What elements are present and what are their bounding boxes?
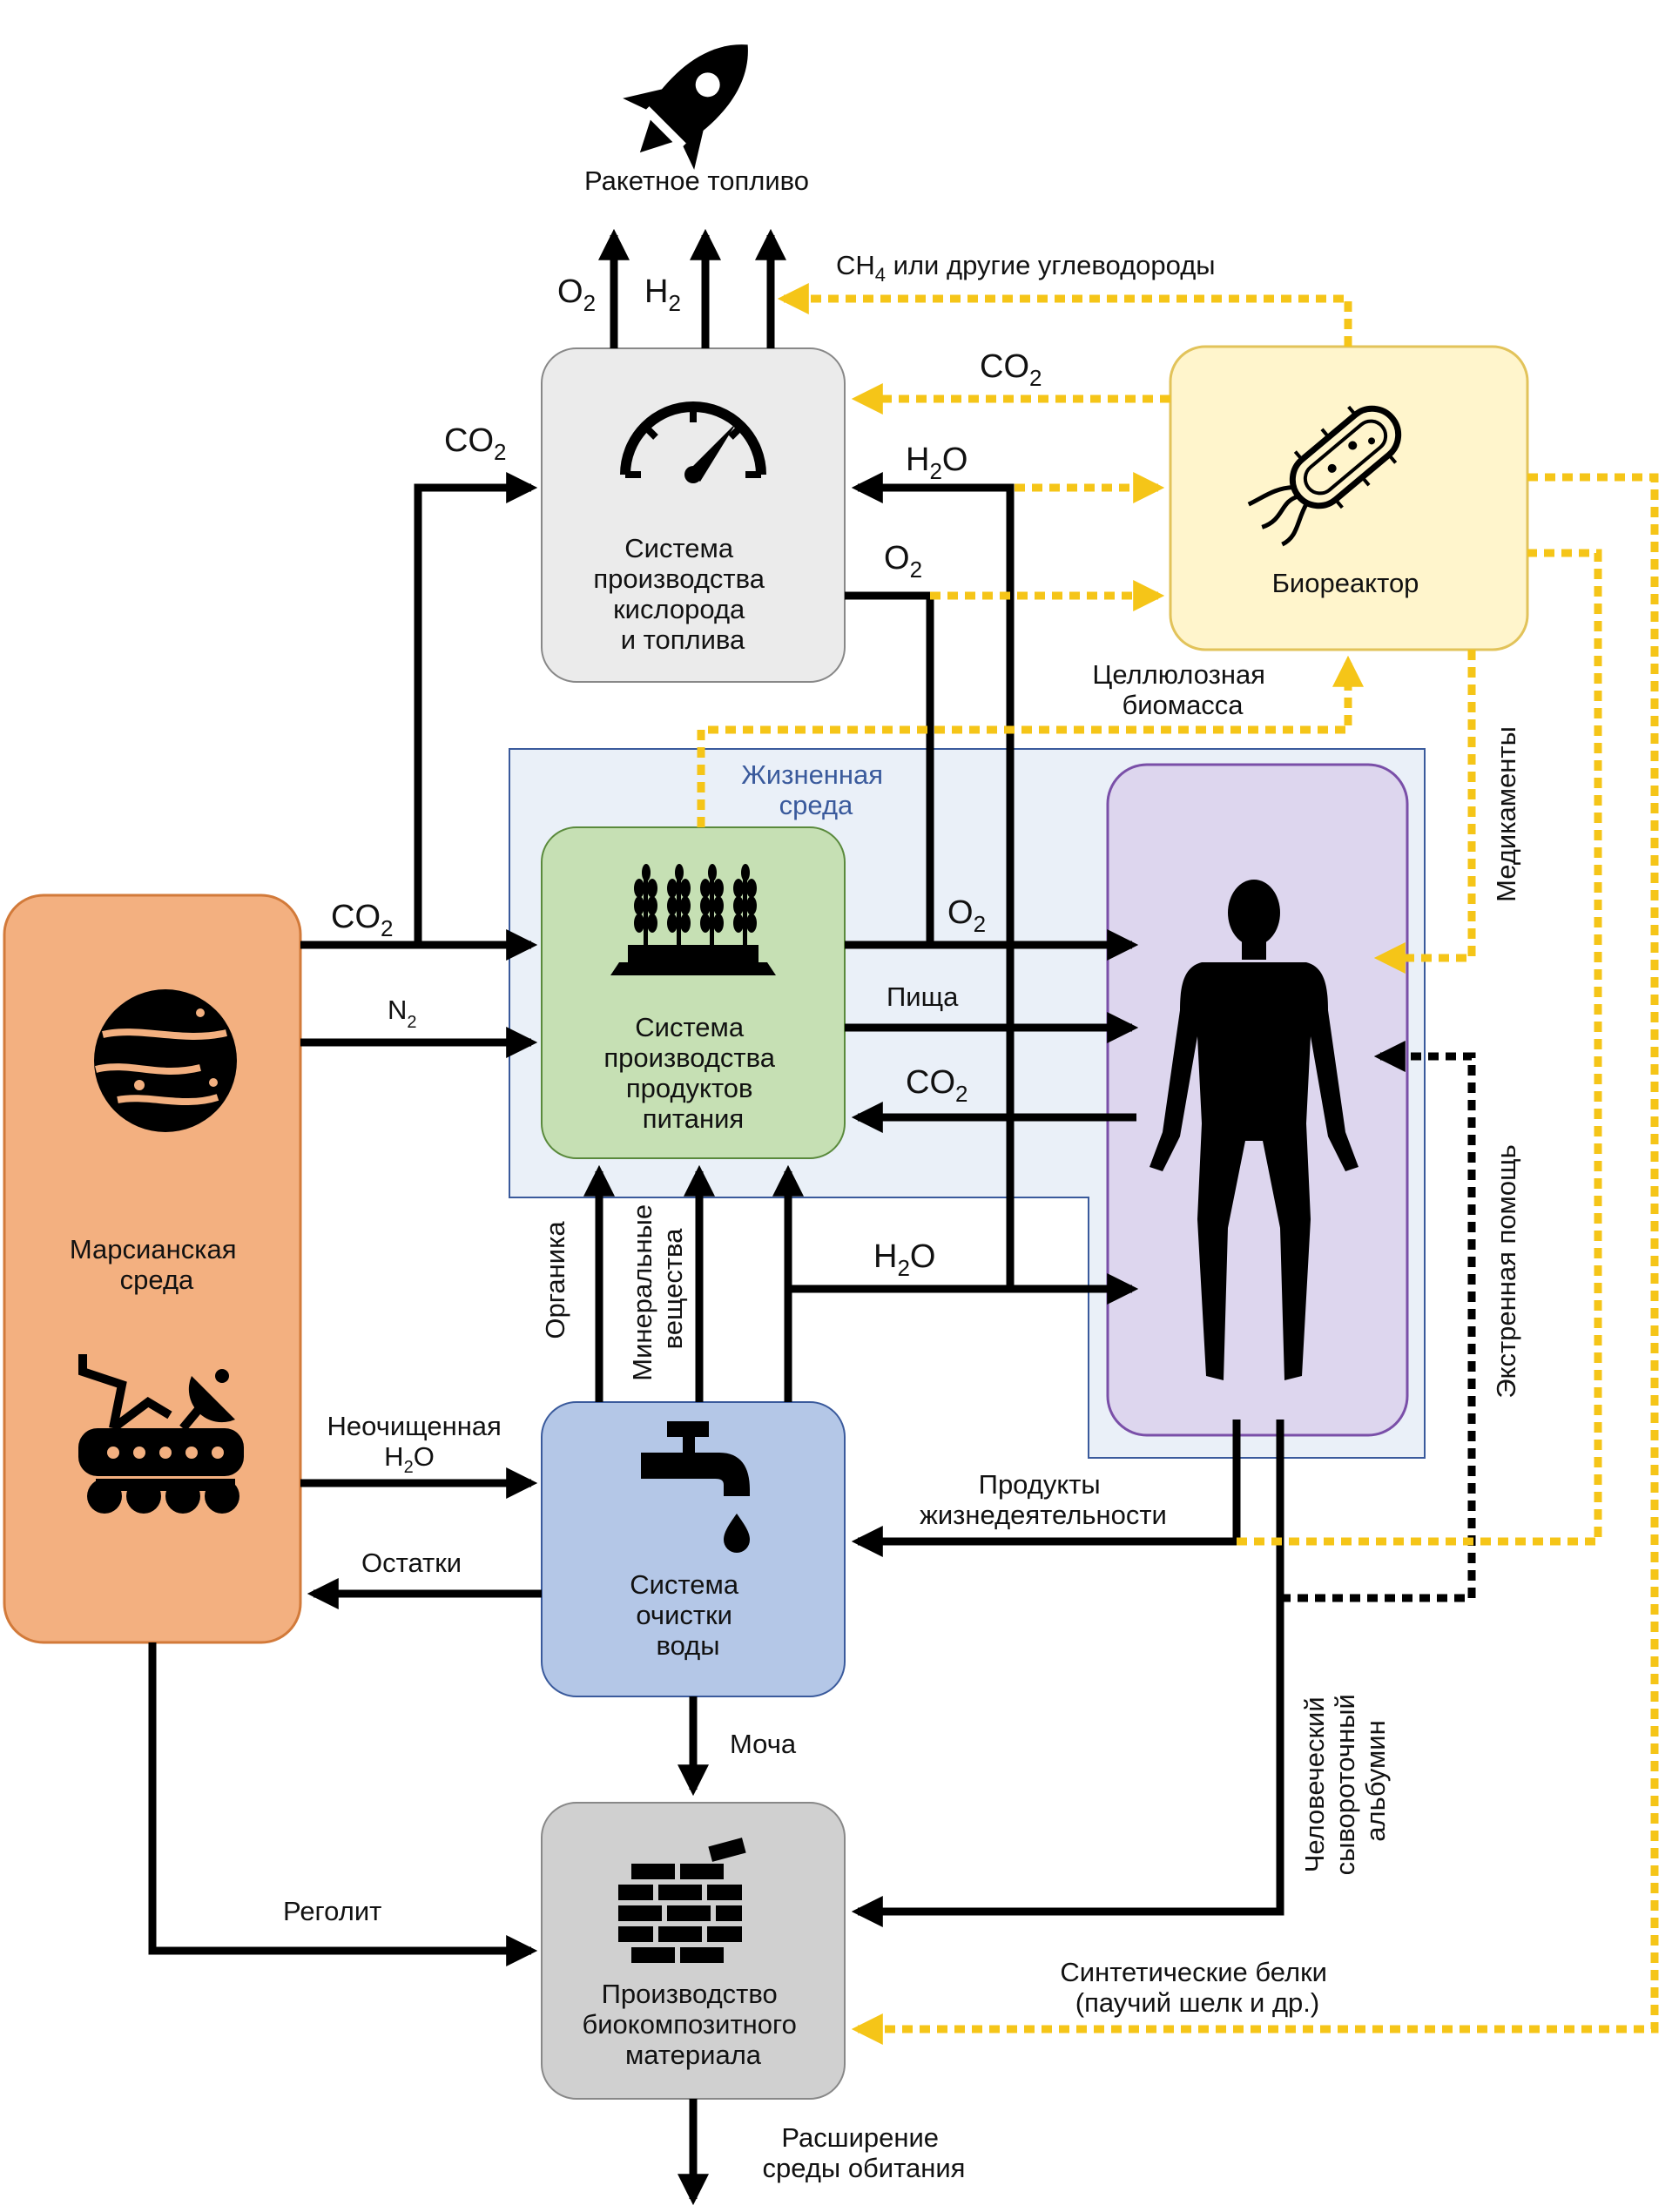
planet-icon: [94, 989, 237, 1132]
arrow-cellulose: [697, 655, 1364, 827]
flow-albumin: Человеческий сывороточный альбумин: [1299, 1687, 1391, 1876]
flow-h2-top: H2: [644, 273, 681, 316]
arrow-synthetic: [851, 473, 1659, 2045]
flow-n2: N2: [388, 995, 417, 1032]
food-system-box[interactable]: [541, 826, 846, 1159]
brick-wall-icon: [618, 1838, 746, 1963]
arrow-regolith: [148, 1642, 538, 1966]
bacterium-icon: [1247, 405, 1402, 547]
arrow-medicines: [1373, 650, 1476, 974]
food-node-label: Система производства продуктов питания: [603, 1012, 782, 1134]
arrow-albumin: [851, 1420, 1284, 1927]
faucet-icon: [641, 1421, 750, 1553]
arrow-emergency: [1280, 1041, 1476, 1602]
rover-icon: [78, 1354, 244, 1514]
arrow-h2o-to-oxy: [851, 472, 1015, 1289]
flow-co2-bio-to-oxy: CO2: [980, 348, 1042, 391]
flow-h2o-to-human: H2O: [873, 1238, 935, 1281]
mars-node-label: Марсианская среда: [70, 1234, 244, 1295]
top-title: Ракетное топливо: [584, 165, 809, 196]
flow-expansion: Расширение среды обитания: [763, 2122, 966, 2183]
oxy-node-label: Система производства кислорода и топлива: [593, 533, 772, 655]
yellow-flows: [697, 283, 1659, 2045]
flow-o2-to-human: O2: [947, 894, 986, 937]
arrow-co2-mars-to-oxy: [414, 472, 538, 945]
flow-regolith: Реголит: [283, 1896, 381, 1926]
flow-h2o-to-oxy: H2O: [906, 442, 967, 484]
flow-minerals: Минеральные вещества: [627, 1197, 688, 1381]
flow-organics: Органика: [540, 1221, 570, 1339]
biocomposite-node-label: Производство биокомпозитного материала: [582, 1979, 804, 2070]
flow-co2-mars-to-oxy: CO2: [444, 422, 506, 465]
flow-ch4: CH4 или другие углеводороды: [836, 250, 1216, 286]
flow-o2-from-oxy: O2: [884, 540, 922, 583]
flow-cellulose: Целлюлозная биомасса: [1092, 659, 1272, 720]
flow-co2-mars-to-food: CO2: [331, 899, 393, 941]
rocket-icon: [623, 44, 748, 170]
flow-urine: Моча: [730, 1729, 797, 1759]
bioreactor-box[interactable]: [1169, 345, 1529, 651]
flow-emergency: Экстренная помощь: [1491, 1144, 1521, 1399]
flow-o2-top: O2: [557, 273, 596, 316]
water-node-label: Система очистки воды: [630, 1569, 745, 1661]
flow-residues: Остатки: [361, 1548, 462, 1578]
oxygen-fuel-system-box[interactable]: [541, 347, 846, 683]
arrow-ch4: [777, 283, 1352, 347]
flow-food-to-human: Пища: [887, 981, 959, 1012]
flow-co2-human-to-food: CO2: [906, 1064, 967, 1107]
human-silhouette-icon: [1150, 880, 1358, 1380]
line-waste-to-bio: [1237, 549, 1602, 1546]
wheat-icon: [610, 864, 776, 975]
flow-raw-water: Неочищенная H2O: [327, 1411, 509, 1477]
life-env-label: Жизненная среда: [741, 759, 890, 820]
flow-synthetic: Синтетические белки (паучий шелк и др.): [1060, 1957, 1334, 2018]
bioreactor-label: Биореактор: [1272, 568, 1419, 598]
flow-medicines: Медикаменты: [1491, 726, 1521, 902]
flow-waste: Продукты жизнедеятельности: [920, 1469, 1167, 1530]
gauge-icon: [620, 401, 766, 483]
